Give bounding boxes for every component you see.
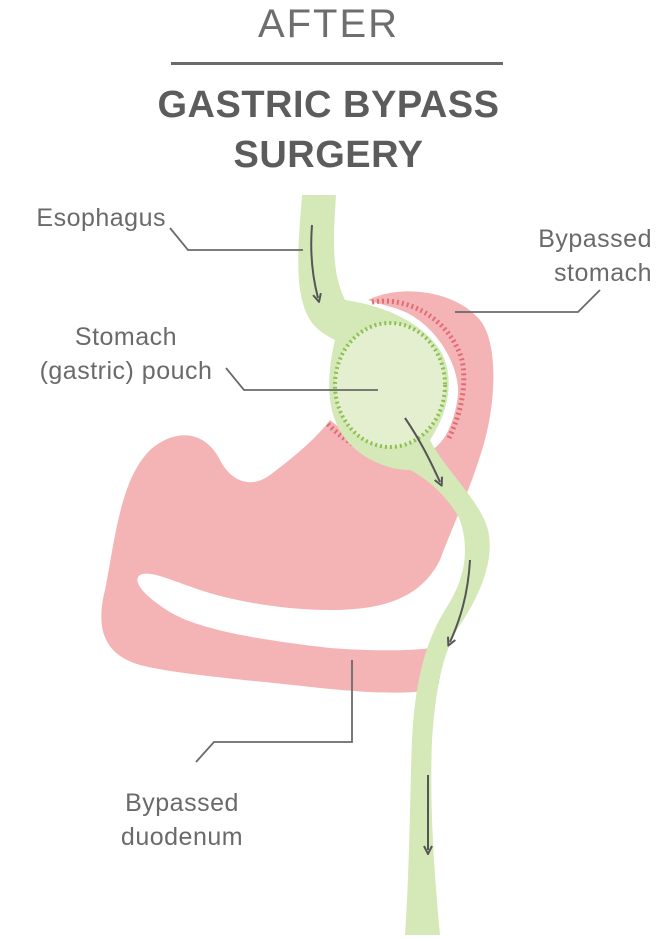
pouch-label-line2: (gastric) pouch <box>20 356 232 387</box>
esophagus-label: Esophagus <box>0 203 166 234</box>
duodenum-label-line2: duodenum <box>92 822 272 853</box>
leader-bypassed-stomach <box>455 290 600 312</box>
leader-esophagus <box>170 228 303 250</box>
bypassed-stomach-label-line2: stomach <box>480 258 652 289</box>
duodenum-label-line1: Bypassed <box>92 788 272 819</box>
pouch-label-line1: Stomach <box>20 322 232 353</box>
bypassed-stomach-label-line1: Bypassed <box>480 224 652 255</box>
